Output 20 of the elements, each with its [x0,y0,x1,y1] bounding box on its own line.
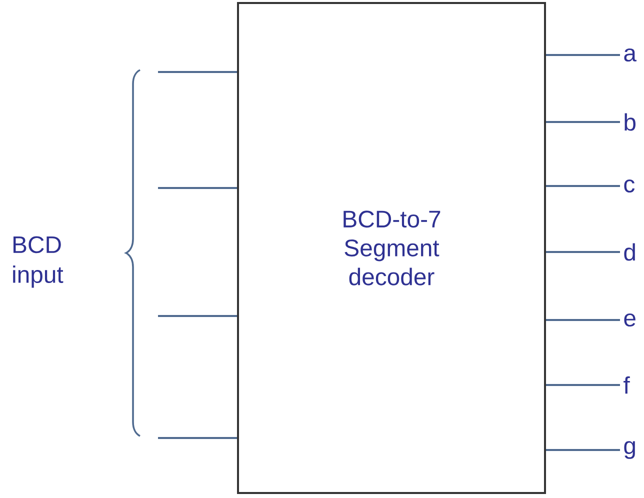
output-label: g [624,441,635,459]
wire [158,315,237,317]
output-label: d [624,243,635,261]
wire [158,437,237,439]
wire [546,185,620,187]
output-label: e [624,313,636,327]
wire [546,449,620,451]
wire [158,187,237,189]
output-label: a [624,48,636,62]
input-label: BCD input [13,236,64,288]
wire [546,121,620,123]
wire [546,384,620,386]
wire [546,319,620,321]
output-label: c [624,179,635,193]
decoder-box: BCD-to-7 Segment decoder [237,2,546,494]
wire [158,71,237,73]
wire [546,54,620,56]
wire [546,251,620,253]
output-label: b [624,113,636,131]
output-label: f [624,376,630,394]
